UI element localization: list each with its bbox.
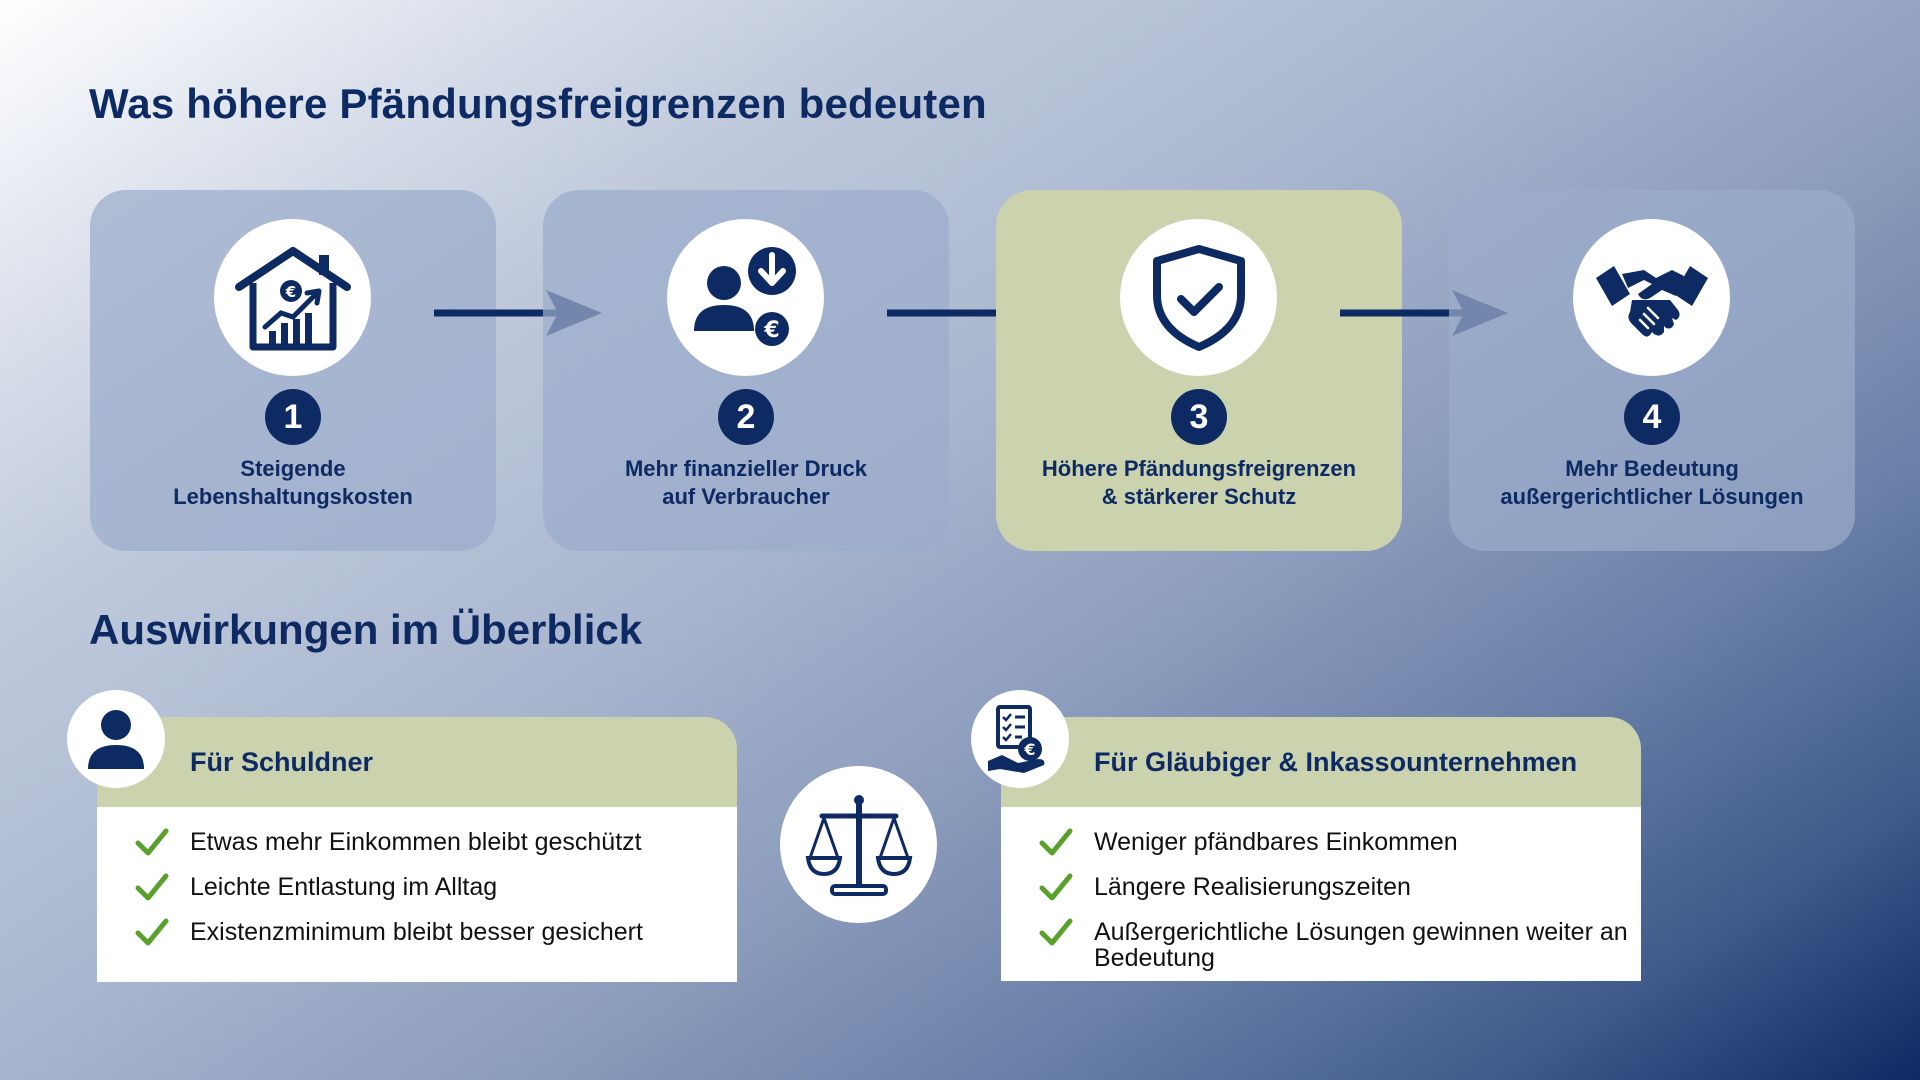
handshake-icon	[1595, 265, 1708, 337]
list-item-text: Weniger pfändbares Einkommen	[1094, 828, 1458, 856]
list-item: Außergerichtliche Lösungen gewinnen weit…	[1001, 915, 1641, 971]
debtor-badge	[67, 690, 165, 788]
list-item-text: Leichte Entlastung im Alltag	[190, 873, 498, 901]
list-item: Leichte Entlastung im Alltag	[97, 870, 737, 915]
checkmark-icon	[1039, 918, 1073, 946]
step-label: Mehr finanzieller Druck auf Verbraucher	[624, 456, 868, 509]
checkmark-icon	[135, 873, 169, 901]
step-number: 2	[718, 389, 774, 445]
list-item-text: Außergerichtliche Lösungen gewinnen weit…	[1094, 918, 1628, 972]
creditor-badge: €	[971, 690, 1069, 788]
checkmark-icon	[1039, 873, 1073, 901]
icon-circle: €	[214, 219, 371, 376]
scales-icon	[805, 794, 912, 896]
list-item-text: Existenzminimum bleibt besser gesichert	[190, 918, 643, 946]
creditor-panel: Für Gläubiger & Inkassounternehmen Wenig…	[1001, 717, 1641, 981]
document-euro-hand-icon: €	[988, 705, 1045, 773]
checkmark-icon	[135, 828, 169, 856]
scales-circle	[780, 766, 937, 923]
step-card-3: 3 Höhere Pfändungsfreigrenzen & stärkere…	[996, 190, 1402, 551]
svg-text:€: €	[284, 283, 295, 301]
icon-circle: €	[667, 219, 824, 376]
list-item: Längere Realisierungszeiten	[1001, 870, 1641, 915]
step-number: 1	[265, 389, 321, 445]
icon-circle	[1120, 219, 1277, 376]
panel-body: Weniger pfändbares Einkommen Längere Rea…	[1001, 807, 1641, 981]
page-title: Was höhere Pfändungsfreigrenzen bedeuten	[89, 80, 987, 127]
step-label: Höhere Pfändungsfreigrenzen & stärkerer …	[1041, 456, 1357, 509]
svg-text:€: €	[1023, 740, 1035, 759]
step-number: 4	[1624, 389, 1680, 445]
list-item: Etwas mehr Einkommen bleibt geschützt	[97, 825, 737, 870]
shield-check-icon	[1152, 244, 1245, 351]
step-card-4: 4 Mehr Bedeutung außergerichtlicher Lösu…	[1449, 190, 1855, 551]
person-icon	[88, 710, 144, 769]
checkmark-icon	[1039, 828, 1073, 856]
step-card-1: € 1 Steigende Lebenshaltungskosten	[90, 190, 496, 551]
debtor-panel: Für Schuldner Etwas mehr Einkommen bleib…	[97, 717, 737, 982]
list-item-text: Etwas mehr Einkommen bleibt geschützt	[190, 828, 642, 856]
person-money-down-icon: €	[693, 246, 796, 346]
list-item: Existenzminimum bleibt besser gesichert	[97, 915, 737, 960]
step-card-2: € 2 Mehr finanzieller Druck auf Verbrauc…	[543, 190, 949, 551]
house-rising-costs-icon: €	[234, 246, 351, 350]
list-item-text: Längere Realisierungszeiten	[1094, 873, 1411, 901]
panel-header-label: Für Gläubiger & Inkassounternehmen	[1094, 747, 1578, 777]
step-label: Steigende Lebenshaltungskosten	[173, 456, 413, 509]
step-label: Mehr Bedeutung außergerichtlicher Lösung…	[1500, 456, 1804, 509]
panel-header-label: Für Schuldner	[190, 747, 374, 777]
panel-header: Für Gläubiger & Inkassounternehmen	[1001, 717, 1641, 807]
step-number: 3	[1171, 389, 1227, 445]
icon-circle	[1573, 219, 1730, 376]
checkmark-icon	[135, 918, 169, 946]
panel-body: Etwas mehr Einkommen bleibt geschützt Le…	[97, 807, 737, 982]
section-title: Auswirkungen im Überblick	[89, 606, 643, 653]
list-item: Weniger pfändbares Einkommen	[1001, 825, 1641, 870]
panel-header: Für Schuldner	[97, 717, 737, 807]
svg-text:€: €	[763, 318, 779, 343]
